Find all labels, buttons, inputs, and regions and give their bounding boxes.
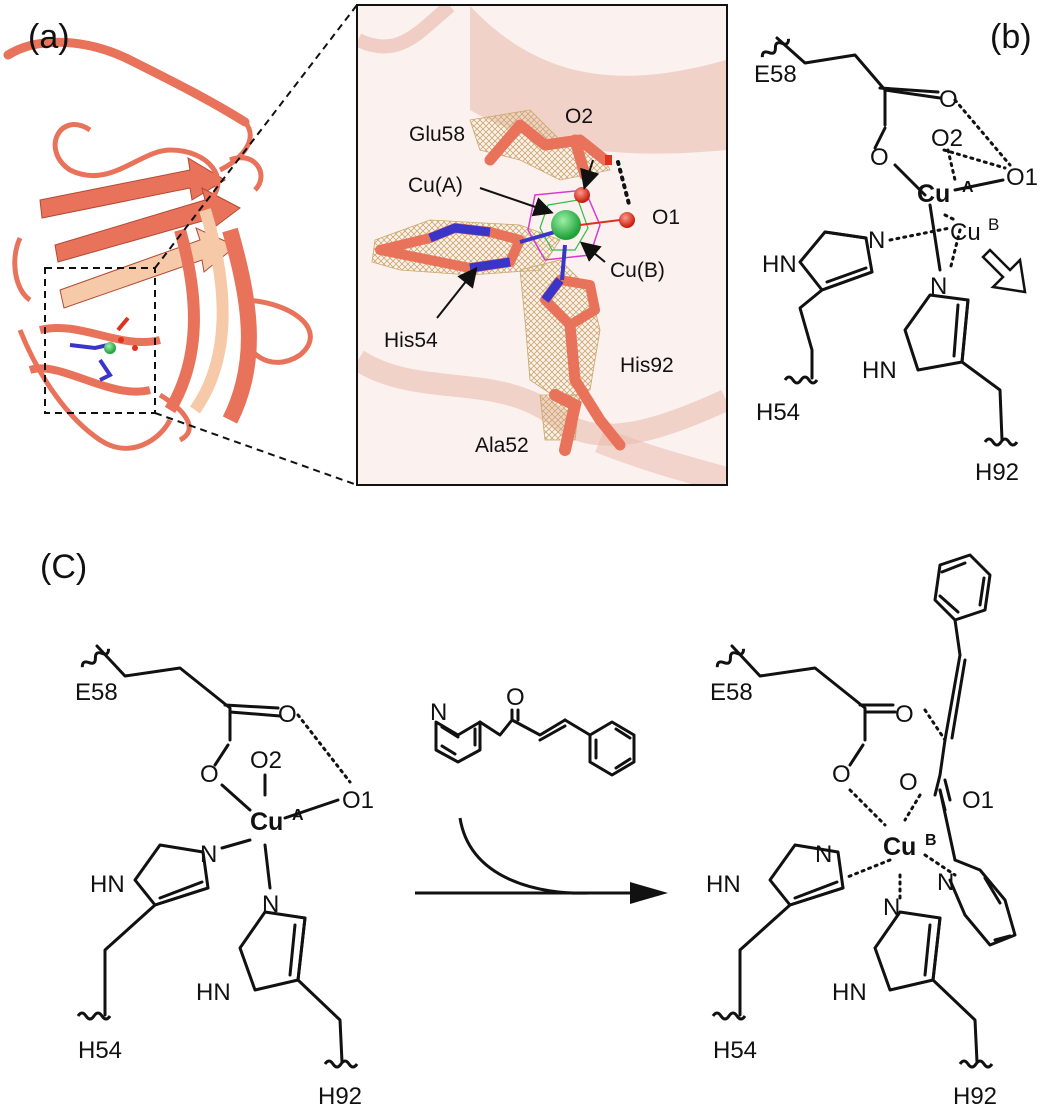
c-right-atom-n-pyridine: N [937, 869, 954, 896]
b-label-h92: H92 [975, 459, 1019, 486]
c-left-atom-o-carbonyl: O [278, 701, 297, 728]
panel-label-a: (a) [28, 18, 70, 56]
c-left-atom-hn-h54: HN [90, 871, 125, 898]
c-right-atom-hn-h54: HN [706, 871, 741, 898]
label-ala52: Ala52 [475, 434, 529, 457]
b-atom-hn-h92: HN [862, 357, 897, 384]
b-atom-n-h92: N [930, 273, 947, 300]
c-right-atom-n-h92: N [883, 894, 900, 921]
selection-box [44, 267, 156, 414]
c-left-sup-a: A [292, 807, 304, 824]
label-o1: O1 [652, 206, 680, 229]
reagent-atom-n: N [430, 699, 447, 726]
label-his54: His54 [384, 329, 438, 352]
b-atom-o1: O1 [1006, 164, 1038, 191]
b-label-h54: H54 [756, 399, 800, 426]
label-cu-a: Cu(A) [408, 174, 463, 197]
b-atom-hn-h54: HN [762, 251, 797, 278]
b-sup-b: B [988, 215, 999, 234]
b-atom-o2: O2 [931, 125, 963, 152]
b-sup-a: A [962, 179, 974, 196]
c-right-atom-n-h54: N [815, 841, 832, 868]
c-right-atom-cu: Cu [883, 833, 916, 861]
c-right-label-h54: H54 [713, 1037, 757, 1064]
b-atom-n-h54: N [868, 227, 885, 254]
label-o2: O2 [565, 105, 593, 128]
scheme-c-right: E58 O O O O1 Cu B N HN N N HN H54 H92 [706, 553, 1017, 1110]
c-left-atom-cu: Cu [250, 808, 283, 836]
protein-cartoon [3, 37, 313, 451]
reaction-arrow [415, 817, 668, 904]
b-atom-cu-b: Cu [950, 219, 981, 246]
active-site-inset: Glu58 O2 Cu(A) O1 Cu(B) His54 His92 Ala5… [356, 4, 728, 486]
c-right-sup-b: B [925, 832, 937, 849]
reagent-atom-o: O [506, 684, 525, 711]
c-right-atom-hn-h92: HN [832, 979, 867, 1006]
c-left-atom-n-h54: N [200, 841, 217, 868]
c-right-atom-o: O [832, 761, 851, 788]
c-right-label-e58: E58 [710, 679, 753, 706]
scheme-b: E58 O O O2 O1 Cu A Cu B N HN N HN H54 H9… [754, 36, 1038, 486]
label-his92: His92 [620, 354, 674, 377]
panel-label-b: (b) [990, 18, 1032, 56]
label-cu-b: Cu(B) [610, 259, 665, 282]
c-left-atom-hn-h92: HN [196, 979, 231, 1006]
c-left-atom-o2: O2 [250, 747, 282, 774]
c-left-atom-o: O [200, 761, 219, 788]
b-atom-o-carbonyl: O [939, 86, 958, 113]
label-glu58: Glu58 [409, 123, 465, 146]
c-left-label-h92: H92 [318, 1083, 362, 1110]
c-right-label-h92: H92 [953, 1083, 997, 1110]
b-atom-cu-a: Cu [917, 180, 950, 208]
c-right-atom-o1: O1 [962, 787, 994, 814]
c-right-atom-o-ketone: O [899, 769, 918, 796]
panel-label-c: (C) [40, 548, 87, 586]
zoom-line-top [154, 4, 358, 269]
c-left-label-h54: H54 [78, 1037, 122, 1064]
c-left-label-e58: E58 [75, 679, 118, 706]
c-right-atom-o-carbonyl: O [895, 701, 914, 728]
reagent-chalcone: N O [430, 684, 636, 777]
scheme-c-left: E58 O O O2 O1 Cu A N HN N HN H54 H92 [75, 644, 374, 1110]
c-left-atom-n-h92: N [262, 891, 279, 918]
b-label-e58: E58 [754, 61, 797, 88]
b-atom-o: O [870, 144, 889, 171]
zoom-line-bottom [154, 412, 358, 486]
c-left-atom-o1: O1 [342, 787, 374, 814]
